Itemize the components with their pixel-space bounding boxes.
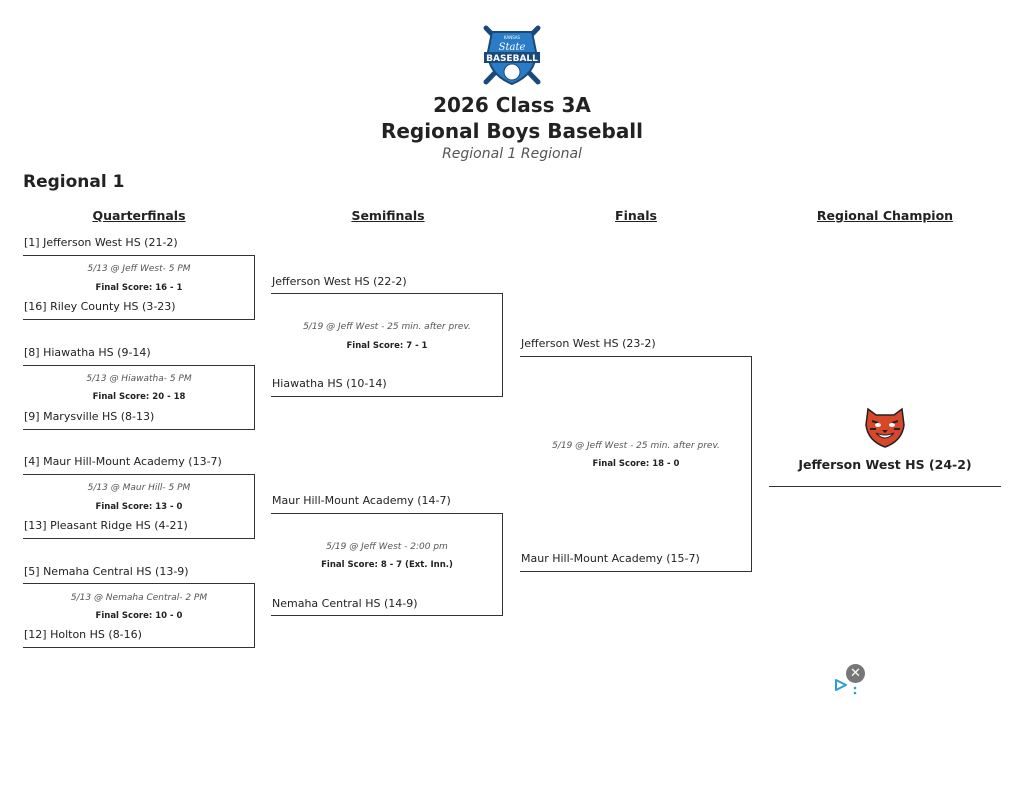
final-bottom-team: Maur Hill-Mount Academy (15-7)	[521, 552, 700, 565]
svg-text:KANSAS: KANSAS	[504, 35, 521, 40]
svg-text:State: State	[499, 42, 526, 53]
sf2-game-info: 5/19 @ Jeff West - 2:00 pm	[326, 542, 448, 552]
sf2-bottom-team: Nemaha Central HS (14-9)	[272, 597, 418, 610]
qf1-top-team: [1] Jefferson West HS (21-2)	[24, 236, 178, 249]
tiger-mascot-icon	[862, 403, 908, 449]
qf3-top-team: [4] Maur Hill-Mount Academy (13-7)	[24, 455, 222, 468]
qf1-final-score: Final Score: 16 - 1	[95, 283, 183, 293]
kansas-state-baseball-logo: KANSAS State BASEBALL	[478, 22, 546, 88]
sf2-bracket	[271, 513, 503, 616]
ad-menu-icon[interactable]	[853, 681, 857, 695]
qf1-game-info: 5/13 @ Jeff West- 5 PM	[87, 264, 191, 274]
sf1-top-team: Jefferson West HS (22-2)	[272, 275, 407, 288]
page-subtitle: Regional 1 Regional	[442, 146, 582, 162]
svg-text:BASEBALL: BASEBALL	[486, 54, 538, 64]
qf4-bottom-team: [12] Holton HS (8-16)	[24, 628, 142, 641]
regional-champion-team: Jefferson West HS (24-2)	[798, 457, 972, 472]
qf4-game-info: 5/13 @ Nemaha Central- 2 PM	[70, 593, 208, 603]
qf1-bottom-team: [16] Riley County HS (3-23)	[24, 300, 176, 313]
region-label: Regional 1	[23, 172, 125, 192]
page-title-line1: 2026 Class 3A	[433, 93, 591, 117]
final-top-team: Jefferson West HS (23-2)	[521, 337, 656, 350]
qf4-bracket	[23, 583, 255, 648]
ad-close-icon[interactable]: ✕	[846, 664, 865, 683]
sf1-final-score: Final Score: 7 - 1	[346, 341, 428, 351]
qf2-final-score: Final Score: 20 - 18	[92, 392, 186, 402]
qf4-final-score: Final Score: 10 - 0	[95, 611, 183, 621]
ad-choices-icon[interactable]	[834, 677, 848, 691]
qf3-final-score: Final Score: 13 - 0	[95, 502, 183, 512]
sf1-bracket	[271, 293, 503, 397]
qf4-top-team: [5] Nemaha Central HS (13-9)	[24, 565, 189, 578]
qf1-bracket	[23, 255, 255, 320]
qf3-bottom-team: [13] Pleasant Ridge HS (4-21)	[24, 519, 188, 532]
qf2-bottom-team: [9] Marysville HS (8-13)	[24, 410, 155, 423]
round-header-regional-champion: Regional Champion	[816, 208, 954, 223]
round-header-semifinals: Semifinals	[351, 208, 425, 223]
qf3-game-info: 5/13 @ Maur Hill- 5 PM	[87, 483, 191, 493]
qf2-top-team: [8] Hiawatha HS (9-14)	[24, 346, 151, 359]
qf3-bracket	[23, 474, 255, 539]
sf1-bottom-team: Hiawatha HS (10-14)	[272, 377, 387, 390]
final-bracket	[520, 356, 752, 572]
final-game-info: 5/19 @ Jeff West - 25 min. after prev.	[552, 441, 720, 451]
round-header-finals: Finals	[615, 208, 657, 223]
round-header-quarterfinals: Quarterfinals	[92, 208, 186, 223]
sf1-game-info: 5/19 @ Jeff West - 25 min. after prev.	[303, 322, 471, 332]
final-final-score: Final Score: 18 - 0	[592, 459, 680, 469]
sf2-final-score: Final Score: 8 - 7 (Ext. Inn.)	[321, 560, 453, 570]
champion-line	[769, 486, 1001, 487]
qf2-game-info: 5/13 @ Hiawatha- 5 PM	[86, 374, 192, 384]
sf2-top-team: Maur Hill-Mount Academy (14-7)	[272, 494, 451, 507]
qf2-bracket	[23, 365, 255, 430]
page-title-line2: Regional Boys Baseball	[380, 119, 644, 143]
